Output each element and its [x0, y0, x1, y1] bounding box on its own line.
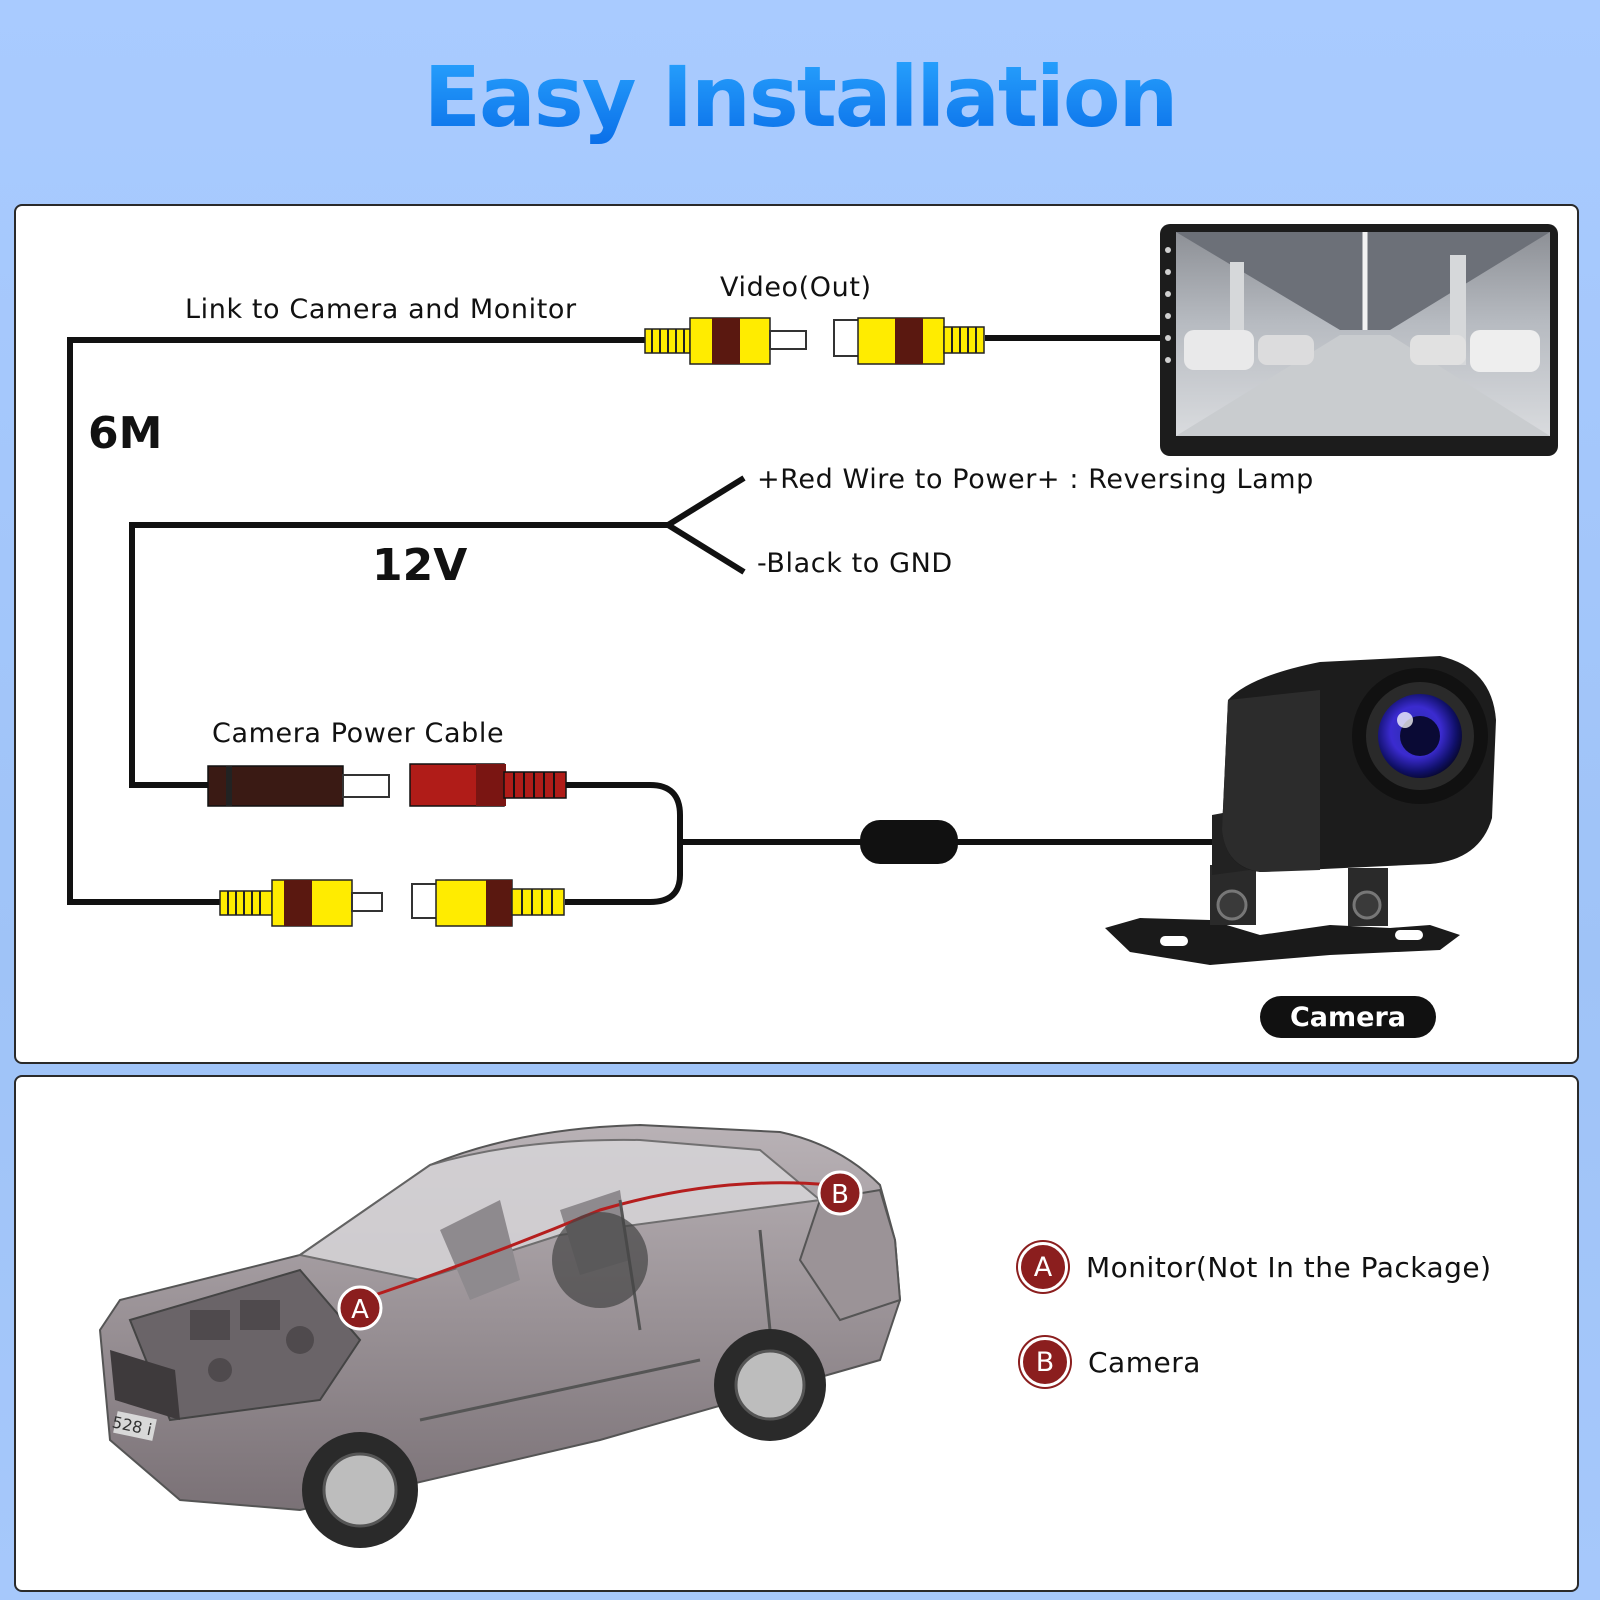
cable-filter: [860, 820, 958, 864]
link-label: Link to Camera and Monitor: [185, 294, 577, 325]
monitor-illustration: [1160, 224, 1558, 456]
page-title: Easy Installation: [0, 48, 1600, 146]
rca-male-connector-bottom: [219, 879, 383, 927]
cable-length-label: 6M: [88, 408, 162, 459]
rca-female-connector-top: [833, 317, 985, 365]
power-cable-label: Camera Power Cable: [212, 718, 504, 749]
red-wire: [666, 475, 746, 528]
black-wire: [666, 522, 746, 575]
rca-male-connector-top: [644, 317, 807, 365]
red-wire-label: +Red Wire to Power+ : Reversing Lamp: [757, 464, 1314, 495]
car-legend-panel: [14, 1075, 1579, 1592]
dc-power-female-connector: [409, 763, 567, 807]
dc-power-male-connector: [207, 765, 390, 807]
legend-item-monitor: A Monitor(Not In the Package): [1018, 1242, 1492, 1292]
camera-pigtail: [565, 782, 683, 905]
camera-tag: Camera: [1260, 996, 1436, 1038]
legend-label-monitor: Monitor(Not In the Package): [1086, 1250, 1492, 1284]
black-wire-label: -Black to GND: [757, 548, 953, 579]
legend-item-camera: B Camera: [1020, 1337, 1201, 1387]
legend-badge-b: B: [1020, 1337, 1070, 1387]
rca-female-connector-bottom: [411, 879, 565, 927]
voltage-label: 12V: [372, 540, 467, 591]
legend-label-camera: Camera: [1088, 1345, 1201, 1379]
camera-illustration: [1105, 656, 1496, 965]
power-cable-12v: [129, 522, 668, 788]
video-cable-6m: [67, 337, 646, 905]
video-out-label: Video(Out): [720, 272, 872, 303]
legend-badge-a: A: [1018, 1242, 1068, 1292]
